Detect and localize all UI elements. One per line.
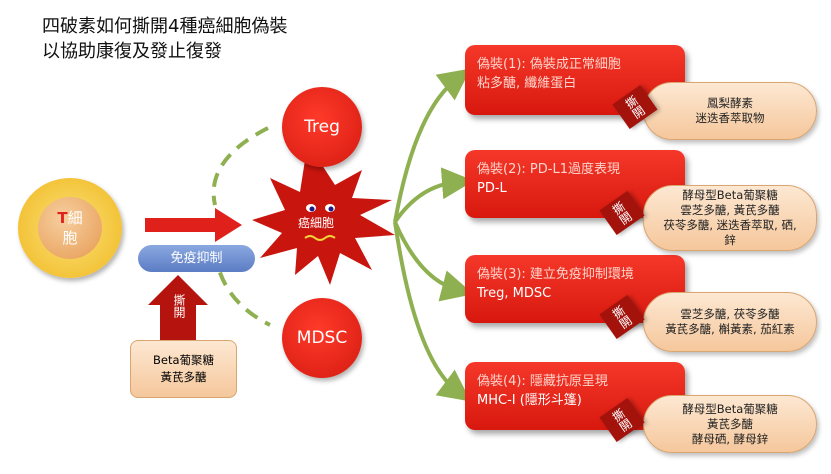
red-arrow-right — [145, 208, 242, 242]
disguise-box-3: 偽裝(3): 建立免疫抑制環境 Treg, MDSC — [465, 255, 685, 323]
mouth-squiggle — [304, 235, 336, 241]
immune-suppression-pill: 免疫抑制 — [138, 245, 255, 272]
remedy-line: 黃芪多醣 — [707, 416, 753, 431]
remedy-line: 雲芝多醣, 茯苓多醣 — [680, 307, 780, 321]
treg-circle: Treg — [282, 87, 362, 167]
mdsc-circle: MDSC — [282, 298, 362, 378]
remedy-line: 迷迭香萃取物 — [695, 111, 765, 125]
title: 四破素如何撕開4種癌細胞偽裝 以協助康復及發止復發 — [42, 14, 287, 64]
remedy-line: 鳳梨酵素 — [707, 96, 753, 110]
remedy-pill-4: 酵母型Beta葡聚糖黃芪多醣酵母硒, 酵母鋅 — [643, 395, 817, 453]
remedy-line: 黃芪多醣, 槲黃素, 茄紅素 — [665, 322, 795, 336]
t-cell: T細 胞 — [18, 178, 122, 278]
remedy-line: 酵母硒, 酵母鋅 — [691, 431, 769, 446]
t-cell-label: 細 — [67, 209, 83, 227]
left-supplement-line: 黃芪多醣 — [160, 370, 207, 384]
green-arrow-2 — [393, 167, 474, 224]
disguise-detail: 粘多醣, 纖維蛋白 — [477, 76, 577, 91]
remedy-line: 茯苓多醣, 迷迭香萃取, 硒, — [663, 218, 797, 232]
tear-label-left: 撕開 — [172, 294, 186, 318]
disguise-title: 偽裝(2): PD-L1過度表現 — [477, 162, 620, 177]
disguise-box-1: 偽裝(1): 偽裝成正常細胞粘多醣, 纖維蛋白 — [465, 45, 685, 115]
disguise-title: 偽裝(4): 隱藏抗原呈現 — [477, 374, 608, 389]
dashed-arc-treg — [211, 126, 269, 206]
cancer-cell-star — [252, 160, 395, 285]
green-arrow-3 — [393, 221, 474, 302]
cancer-cell-label: 癌細胞 — [298, 216, 335, 230]
remedy-pill-2: 酵母型Beta葡聚糖雲芝多醣, 黃芪多醣茯苓多醣, 迷迭香萃取, 硒,鋅 — [643, 185, 817, 251]
green-arrow-4 — [393, 221, 471, 402]
disguise-detail: PD-L — [477, 181, 507, 196]
remedy-line: 酵母型Beta葡聚糖 — [682, 401, 778, 416]
title-line-2: 以協助康復及發止復發 — [42, 41, 222, 62]
red-arrow-up — [148, 275, 208, 340]
t-cell-label-2: 胞 — [62, 229, 78, 247]
remedy-line: 雲芝多醣, 黃芪多醣 — [680, 203, 780, 217]
remedy-line: 酵母型Beta葡聚糖 — [682, 188, 778, 202]
remedy-line: 鋅 — [724, 233, 736, 247]
title-line-1: 四破素如何撕開4種癌細胞偽裝 — [42, 16, 288, 37]
remedy-pill-1: 鳳梨酵素迷迭香萃取物 — [643, 82, 817, 140]
green-arrow-1 — [393, 68, 471, 223]
disguise-detail: Treg, MDSC — [477, 286, 552, 301]
disguise-box-4: 偽裝(4): 隱藏抗原呈現 MHC-I (隱形斗篷) — [465, 362, 685, 430]
disguise-title: 偽裝(1): 偽裝成正常細胞 — [477, 57, 621, 72]
disguise-title: 偽裝(3): 建立免疫抑制環境 — [477, 267, 634, 282]
remedy-pill-3: 雲芝多醣, 茯苓多醣黃芪多醣, 槲黃素, 茄紅素 — [643, 292, 817, 352]
disguise-detail: MHC-I (隱形斗篷) — [477, 393, 582, 408]
left-supplement-box: Beta葡聚糖 黃芪多醣 — [130, 340, 237, 398]
left-supplement-line: Beta葡聚糖 — [152, 353, 215, 367]
t-letter: T — [57, 209, 68, 227]
